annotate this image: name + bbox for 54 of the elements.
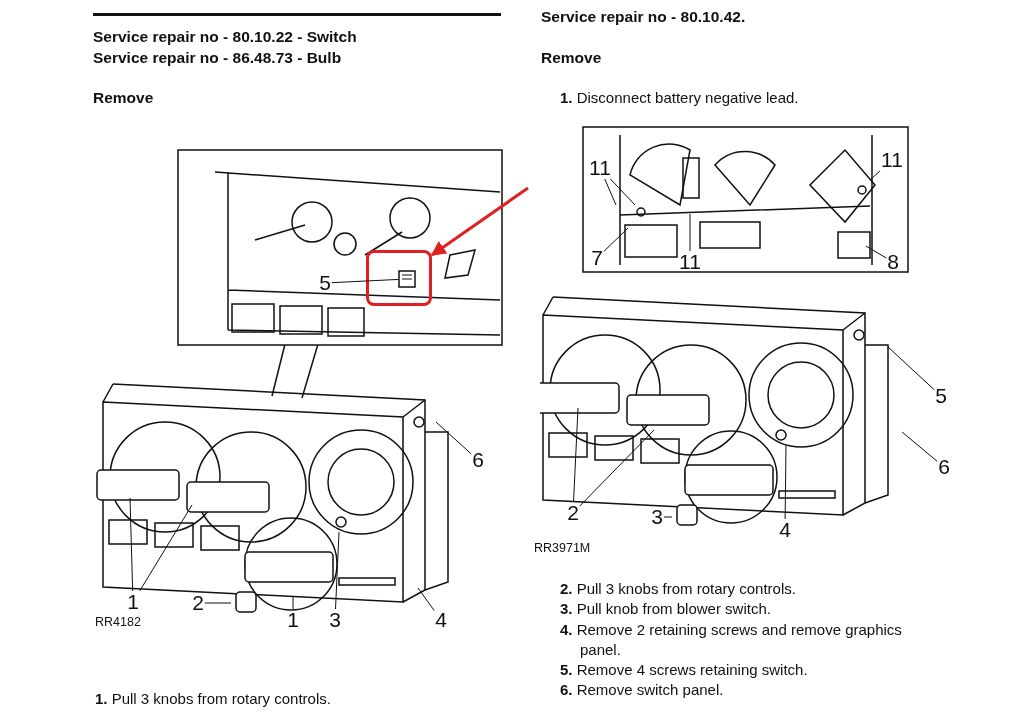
step-text: 4. Remove 2 retaining screws and remove graphics panel. (560, 620, 903, 660)
callout-number: 2 (566, 502, 580, 524)
section-heading: Remove (93, 89, 154, 107)
callout-number: 5 (318, 272, 332, 294)
leader-line (689, 213, 691, 252)
callout-number: 6 (937, 456, 951, 478)
leader-line (869, 170, 881, 181)
step-text: 2. Pull 3 knobs from rotary controls. (560, 580, 796, 597)
section-heading: Service repair no - 86.48.73 - Bulb (93, 49, 342, 67)
section-heading: Service repair no - 80.10.42. (541, 8, 746, 26)
callout-number: 5 (934, 385, 948, 407)
leader-line (887, 346, 935, 391)
section-heading: Service repair no - 80.10.22 - Switch (93, 28, 357, 46)
step-text: 6. Remove switch panel. (560, 681, 724, 698)
callout-number: 3 (328, 609, 342, 631)
callout-number: 2 (191, 592, 205, 614)
callout-number: 8 (886, 251, 900, 273)
callout-number: 7 (590, 247, 604, 269)
leader-line (603, 227, 629, 252)
bulb-drawing (398, 270, 416, 288)
callout-number: 4 (434, 609, 448, 631)
leader-line (331, 278, 399, 284)
section-heading: Remove (541, 49, 602, 67)
leader-line (435, 421, 472, 455)
arrow (430, 186, 529, 257)
leader-line (865, 245, 887, 259)
leader-line (204, 602, 232, 604)
leader-line (579, 429, 655, 507)
callout-number: 11 (588, 157, 612, 179)
callout-number: 11 (880, 149, 904, 171)
leader-line (663, 516, 673, 518)
figure-code: RR4182 (95, 615, 141, 629)
step-text: 3. Pull knob from blower switch. (560, 600, 771, 617)
step-text: 1. Pull 3 knobs from rotary controls. (95, 690, 331, 707)
leader-line (573, 407, 579, 503)
leader-line (417, 587, 435, 611)
step-text: 5. Remove 4 screws retaining switch. (560, 661, 808, 678)
highlight-frame (366, 250, 432, 306)
leader-line (901, 431, 938, 462)
leader-line (604, 178, 617, 206)
leader-line (335, 531, 340, 610)
figure-code: RR3971M (534, 541, 591, 555)
step-text: 1. Disconnect battery negative lead. (560, 89, 799, 106)
callout-number: 11 (678, 251, 702, 273)
callout-number: 1 (286, 609, 300, 631)
callout-number: 3 (650, 506, 664, 528)
callout-number: 1 (126, 591, 140, 613)
leader-line (139, 504, 193, 592)
leader-line (292, 595, 294, 610)
leader-line (129, 497, 134, 592)
leader-line (784, 444, 787, 520)
callout-number: 6 (471, 449, 485, 471)
callout-number: 4 (778, 519, 792, 541)
leader-line (609, 178, 636, 206)
